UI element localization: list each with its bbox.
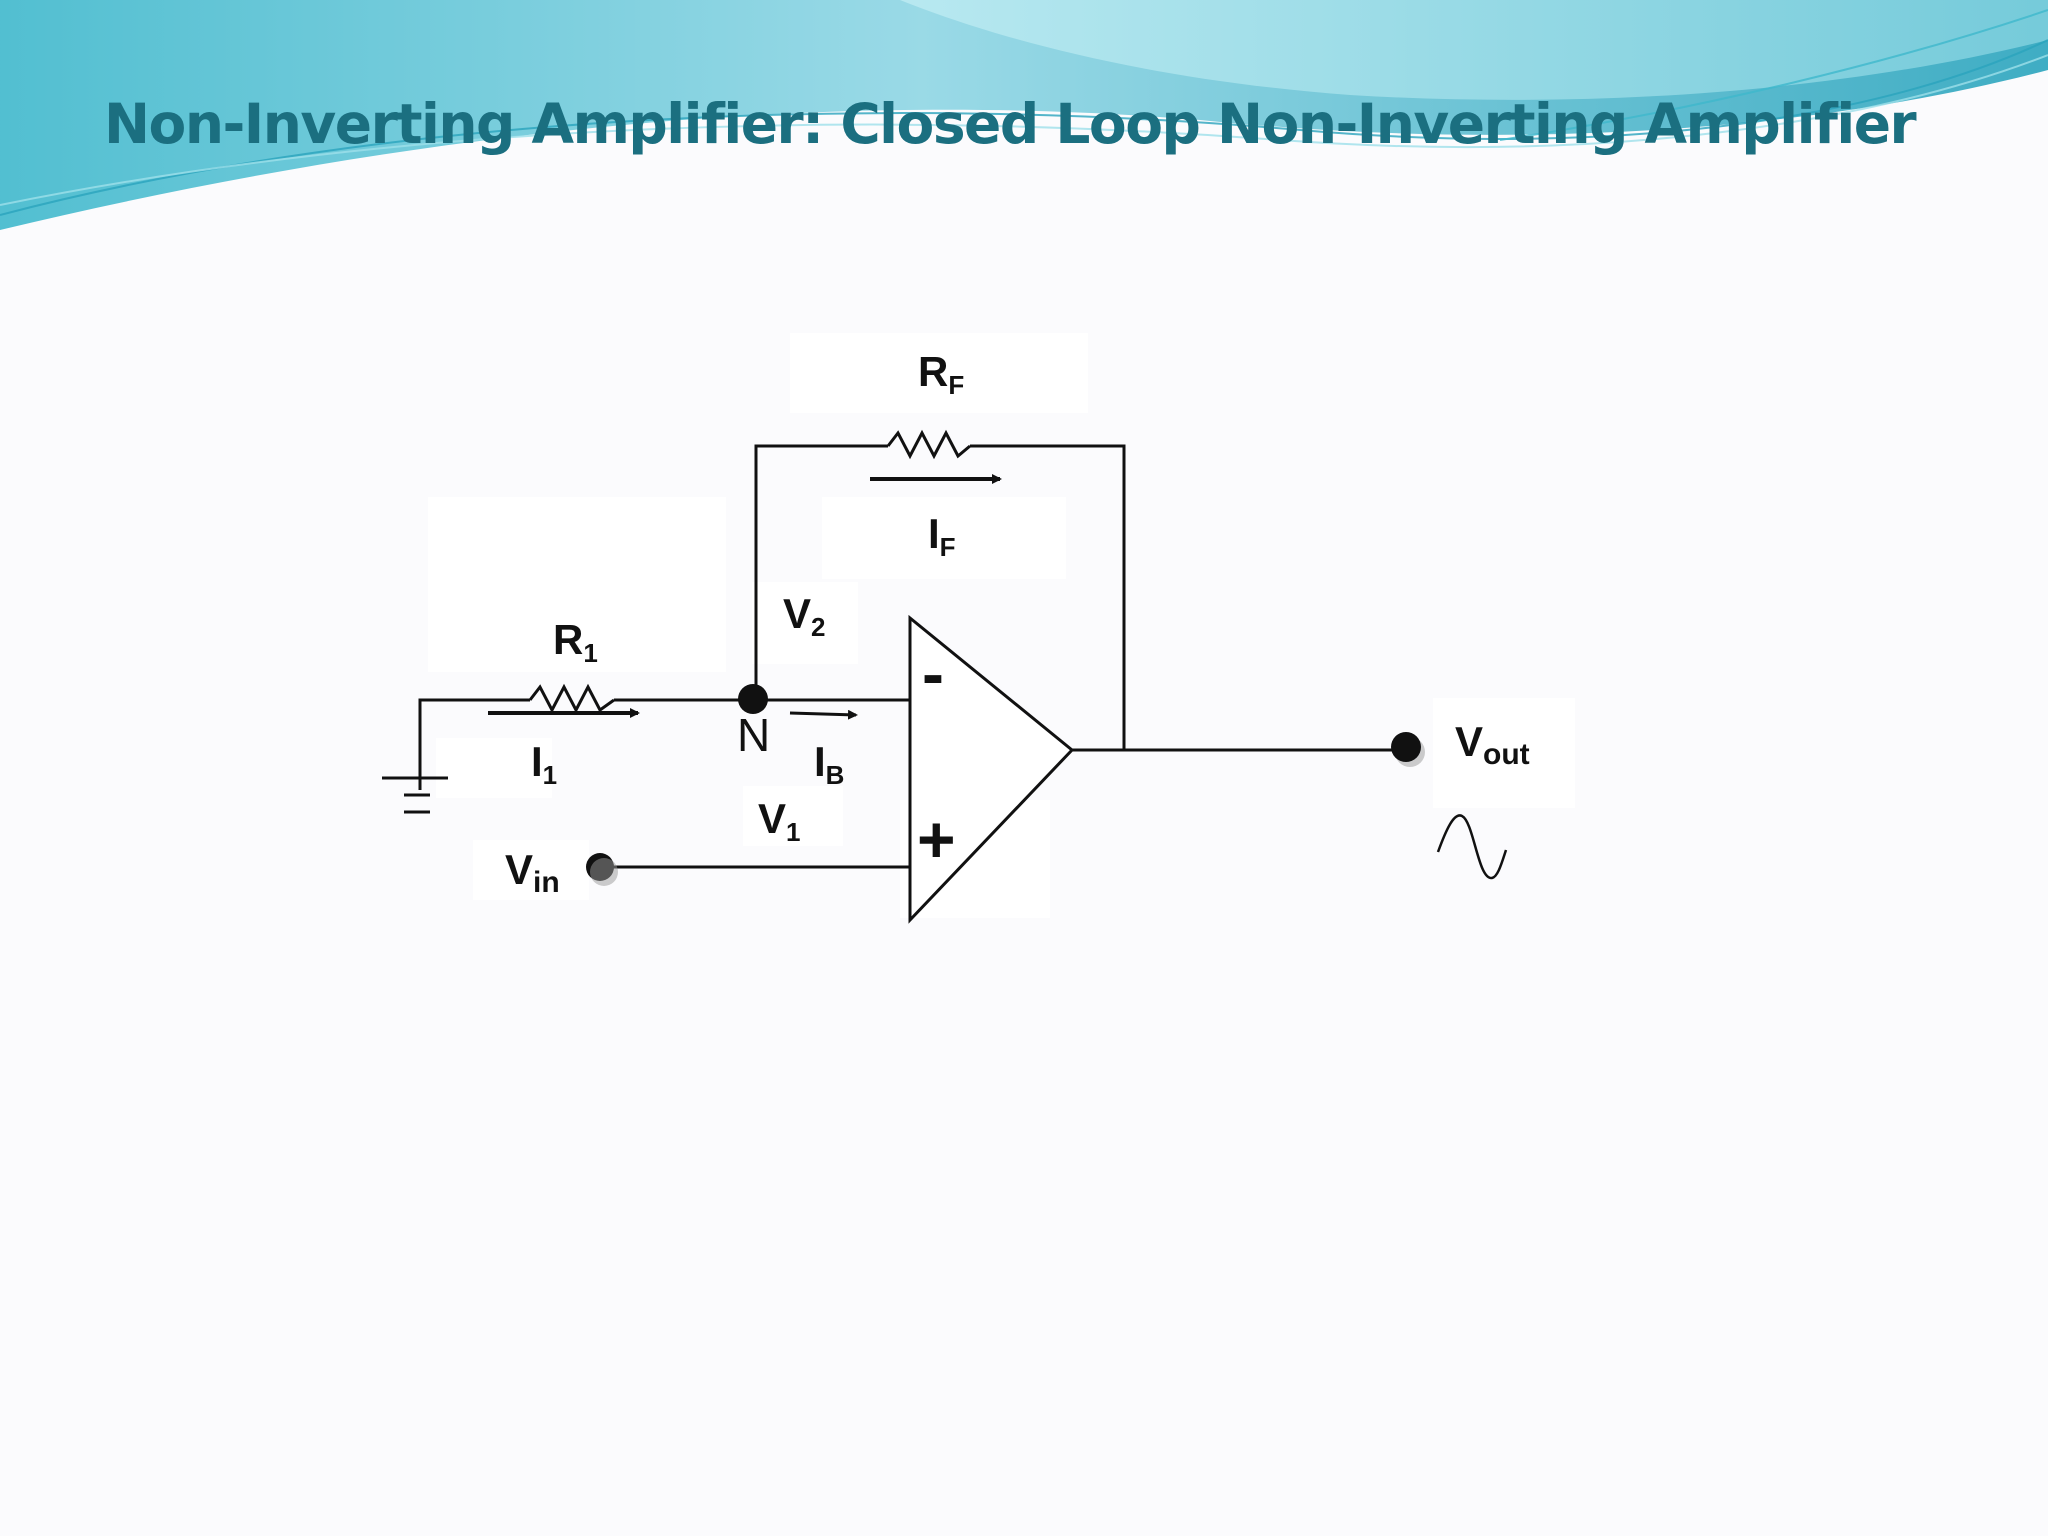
slide-title: Non-Inverting Amplifier: Closed Loop Non…	[104, 92, 1917, 156]
node-n-dot	[738, 684, 768, 714]
vout-terminal	[1391, 732, 1421, 762]
label-r1: R1	[553, 616, 598, 668]
resistor-r1	[528, 683, 615, 714]
label-vout: Vout	[1455, 718, 1530, 771]
label-i1: I1	[531, 738, 557, 790]
label-vin: Vin	[505, 846, 560, 899]
op-amp-triangle	[908, 614, 1075, 924]
label-backgrounds	[428, 333, 1575, 918]
label-if: IF	[928, 510, 956, 562]
ground-icon	[382, 776, 448, 814]
vin-terminal-shadow	[590, 858, 618, 886]
label-rf: RF	[918, 348, 964, 400]
header-wave-decoration	[0, 0, 2048, 230]
non-inverting-input-sign: +	[917, 802, 956, 876]
label-node-n: N	[737, 709, 770, 761]
resistor-rf	[886, 429, 971, 460]
output-sine-wave-icon	[1436, 814, 1508, 880]
label-ib: IB	[814, 738, 844, 790]
circuit-wires	[418, 444, 1406, 869]
label-v1: V1	[758, 795, 800, 847]
current-ib-arrow	[789, 709, 858, 720]
inverting-input-sign: -	[922, 636, 944, 710]
label-v2: V2	[783, 590, 825, 642]
